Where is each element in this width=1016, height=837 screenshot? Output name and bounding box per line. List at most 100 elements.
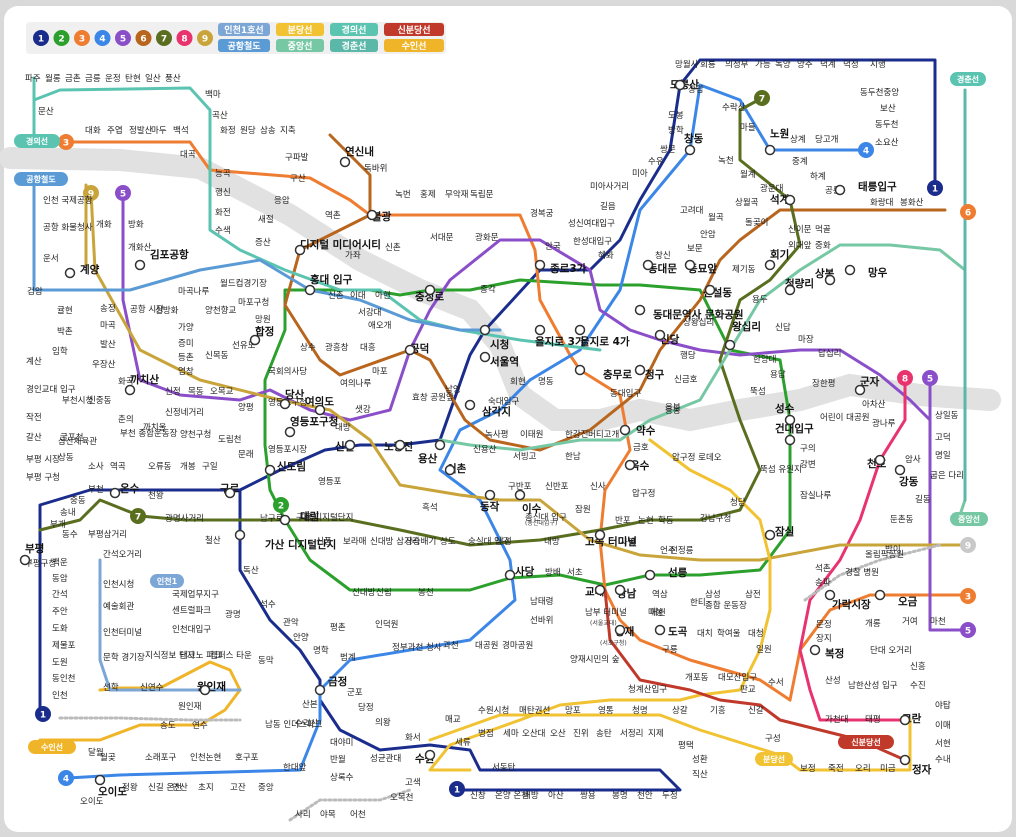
station[interactable]: 동두천중앙 <box>860 87 899 98</box>
station[interactable]: 오이도 <box>80 796 104 807</box>
station[interactable]: 신중동 <box>88 396 112 406</box>
station[interactable]: 방배 <box>545 567 561 578</box>
station[interactable]: 월곡 <box>708 212 724 223</box>
station[interactable]: 창신 <box>655 251 671 261</box>
station[interactable]: 호구포 <box>235 753 259 763</box>
station[interactable]: 명학 <box>313 645 329 656</box>
station[interactable]: 광나루 <box>872 418 896 429</box>
station[interactable]: 서초 <box>567 568 583 578</box>
station[interactable]: 서정리 <box>620 728 643 739</box>
station[interactable]: 석촌 <box>815 563 831 574</box>
station[interactable]: 버티고개 <box>588 429 619 440</box>
station[interactable]: 원인재 <box>178 701 201 712</box>
station-major[interactable]: 태릉입구 <box>858 180 897 193</box>
station-major[interactable]: 성수 <box>775 402 795 415</box>
station[interactable]: 굽은 다리 <box>930 471 964 481</box>
station[interactable]: 지축 <box>280 126 296 136</box>
station[interactable]: 상일동 <box>935 410 959 421</box>
transfer-station-dot[interactable] <box>514 489 526 501</box>
station-major[interactable]: 동대문 <box>648 262 677 275</box>
station[interactable]: 야목 <box>320 809 336 820</box>
transfer-station-dot[interactable] <box>19 554 31 566</box>
transfer-station-dot[interactable] <box>314 404 326 416</box>
station[interactable]: 신갈 <box>748 706 764 716</box>
station[interactable]: 오리 <box>855 764 871 774</box>
station-major[interactable]: 온수 <box>120 483 140 495</box>
station[interactable]: 둔촌동 <box>890 515 914 525</box>
station[interactable]: 녹천 <box>718 155 734 166</box>
station[interactable]: 논현 <box>638 516 654 526</box>
station[interactable]: 이대 <box>350 290 366 301</box>
transfer-station-dot[interactable] <box>534 324 546 336</box>
station[interactable]: 공항 화물청사 <box>43 223 93 233</box>
station-major[interactable]: 디지털 미디어시티 <box>300 238 381 251</box>
station[interactable]: 신답 <box>775 322 791 333</box>
station[interactable]: 간석 <box>52 589 68 600</box>
station[interactable]: 개화 <box>96 219 112 230</box>
station[interactable]: 산본 <box>302 699 318 710</box>
station[interactable]: 단대 오거리 <box>870 645 912 656</box>
transfer-station-dot[interactable] <box>684 144 696 156</box>
station-major[interactable]: 회기 <box>770 248 789 261</box>
transfer-station-dot[interactable] <box>899 754 911 766</box>
transfer-station-dot[interactable] <box>574 324 586 336</box>
station-major[interactable]: 건대입구 <box>775 422 814 435</box>
station-major[interactable]: 복정 <box>825 647 844 660</box>
station[interactable]: 수리산 <box>295 718 319 729</box>
station[interactable]: 압구정 로데오 <box>672 452 722 463</box>
station[interactable]: 학여울 <box>717 628 741 639</box>
station-major[interactable]: 신도림 <box>277 460 306 473</box>
station[interactable]: 경인교대 입구 <box>26 384 76 395</box>
station[interactable]: 금릉 <box>85 74 101 84</box>
station[interactable]: 부평 시장 <box>26 454 60 465</box>
station[interactable]: 굴포천 <box>60 432 83 443</box>
station[interactable]: 압구정 <box>632 488 655 499</box>
station-major[interactable]: 오금 <box>898 596 918 608</box>
station[interactable]: 양재시민의 숲 <box>570 654 620 665</box>
station[interactable]: 한강진 <box>565 429 588 440</box>
station[interactable]: 계산 <box>26 356 42 367</box>
station[interactable]: 도림천 <box>218 434 241 445</box>
station[interactable]: 한양대 <box>753 354 776 365</box>
station[interactable]: 상월곡 <box>735 197 759 208</box>
station[interactable]: 대치 <box>697 629 713 639</box>
station[interactable]: 효창 공원앞 <box>412 392 454 403</box>
station[interactable]: 양천구청 <box>180 429 211 440</box>
station[interactable]: 마곡나루 <box>178 287 209 297</box>
station[interactable]: 화곡 <box>118 377 134 387</box>
station[interactable]: 암사 <box>905 454 921 465</box>
transfer-station-dot[interactable] <box>614 624 626 636</box>
station[interactable]: 응봉 <box>665 406 681 416</box>
station[interactable]: 상록수 <box>330 772 354 783</box>
station[interactable]: 발산 <box>100 339 116 350</box>
station[interactable]: 동대입구 <box>610 389 641 399</box>
station[interactable]: 군포 <box>347 688 363 698</box>
station[interactable]: 명일 <box>935 450 951 461</box>
station[interactable]: 대모산입구 <box>718 672 757 683</box>
station[interactable]: 선바위 <box>530 615 553 626</box>
station[interactable]: 외대앞 <box>788 240 812 251</box>
station[interactable]: 중앙 <box>258 782 274 793</box>
station[interactable]: 방이 <box>885 544 901 555</box>
station[interactable]: 아산 <box>548 790 564 801</box>
station[interactable]: 사리 <box>295 810 311 820</box>
station[interactable]: 대흥 <box>360 342 376 353</box>
station[interactable]: 신연수 <box>140 683 164 693</box>
station[interactable]: 양주 <box>797 59 813 70</box>
station[interactable]: 보정 <box>800 763 816 774</box>
station[interactable]: 양평 <box>238 402 254 413</box>
station[interactable]: 선학 <box>103 682 119 693</box>
transfer-station-dot[interactable] <box>824 274 836 286</box>
station[interactable]: 녹양 <box>775 59 791 70</box>
station[interactable]: 대공원 <box>475 641 498 651</box>
station[interactable]: 산성 <box>825 675 841 686</box>
transfer-station-dot[interactable] <box>844 264 856 276</box>
station[interactable]: 안산 <box>172 782 188 793</box>
station[interactable]: 수내 <box>935 755 951 765</box>
station[interactable]: 천왕 <box>148 490 164 501</box>
station-major[interactable]: 을지로 4가 <box>580 335 630 348</box>
station[interactable]: 파주 <box>25 74 41 84</box>
transfer-station-dot[interactable] <box>424 284 436 296</box>
station[interactable]: 박촌 <box>57 326 73 337</box>
station[interactable]: 중동 <box>70 496 86 506</box>
